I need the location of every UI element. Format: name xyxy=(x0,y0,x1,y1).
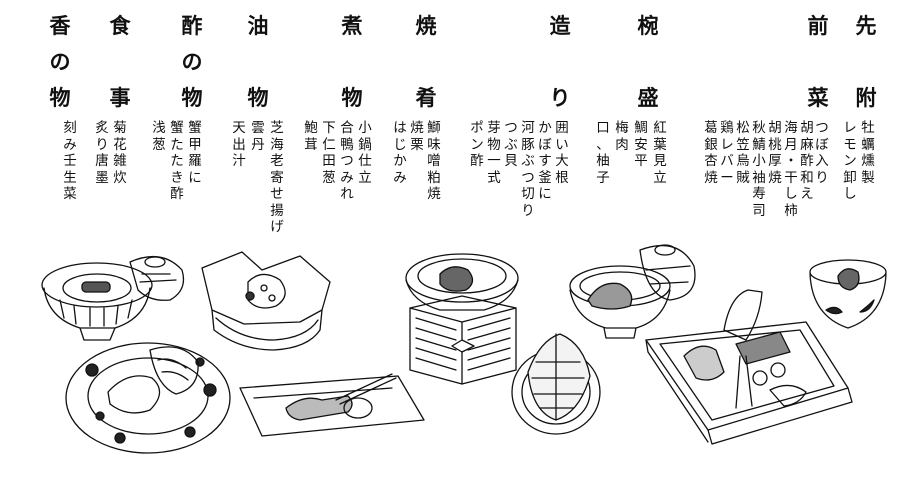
course-item: 芽物一式 xyxy=(487,120,501,186)
course-item: ポン酢 xyxy=(470,120,484,169)
course-item: 浅葱 xyxy=(152,120,166,153)
course-category: 焼 肴 xyxy=(415,13,437,110)
course-item: 芝海老寄せ揚げ xyxy=(270,120,284,235)
course-item: 鶏レバー xyxy=(720,120,734,186)
course-category: 食 事 xyxy=(109,13,131,110)
course-item: 合鴨つみれ xyxy=(340,120,354,202)
small-cup-illustration xyxy=(809,259,887,329)
course-item: 鮑茸 xyxy=(304,120,318,153)
course-item: 口、柚子 xyxy=(596,120,610,186)
course-item: つぼ入り xyxy=(815,120,829,186)
lidded-pot-illustration xyxy=(41,255,185,341)
course-item: 紅葉見立 xyxy=(653,120,667,186)
course-item: 河豚ぶつ切り xyxy=(521,120,535,219)
course-item: 鯛安平 xyxy=(634,120,648,169)
course-item: 焼栗 xyxy=(410,120,424,153)
course-category: 香の物 xyxy=(49,13,71,110)
square-box-illustration xyxy=(405,253,519,385)
course-category: 先 附 xyxy=(855,13,877,110)
course-item: 松笠烏賊 xyxy=(736,120,750,186)
course-item: 胡麻酢和え xyxy=(800,120,814,202)
course-item: 蟹甲羅に xyxy=(188,120,202,186)
course-category: 椀 盛 xyxy=(637,13,659,110)
course-item: 秋鯖小袖寿司 xyxy=(752,120,766,219)
leaf-dish-illustration xyxy=(511,333,601,435)
course-item: 囲い大根 xyxy=(555,120,569,186)
lacquer-tray-illustration xyxy=(645,289,853,445)
course-item: はじかみ xyxy=(393,120,407,186)
course-item: 海月・干し柿 xyxy=(784,120,798,219)
course-item: レモン卸し xyxy=(843,120,857,202)
course-item: 炙り唐墨 xyxy=(95,120,109,186)
course-item: 梅肉 xyxy=(615,120,629,153)
course-item: 鰤味噌粕焼 xyxy=(427,120,441,202)
course-item: かぼす釜に xyxy=(538,120,552,202)
course-category: 煮 物 xyxy=(341,13,363,110)
course-item: 葛銀杏焼 xyxy=(704,120,718,186)
course-item: 下仁田葱 xyxy=(322,120,336,186)
patterned-plate-illustration xyxy=(65,342,231,454)
course-item: 胡桃厚焼 xyxy=(768,120,782,186)
lidded-bowl-illustration xyxy=(569,244,696,339)
course-item: 牡蠣燻製 xyxy=(861,120,875,186)
course-item: 蟹たたき酢 xyxy=(170,120,184,202)
course-category: 油 物 xyxy=(247,13,269,110)
course-item: 小鍋仕立 xyxy=(358,120,372,186)
course-item: 雲丹 xyxy=(251,120,265,153)
fish-plate-illustration xyxy=(239,373,425,437)
course-item: 刻み壬生菜 xyxy=(63,120,77,202)
course-category: 前 菜 xyxy=(807,13,829,110)
course-item: 天出汁 xyxy=(232,120,246,169)
course-item: 菊花雑炊 xyxy=(113,120,127,186)
course-item: つぶ貝 xyxy=(504,120,518,169)
paper-box-illustration xyxy=(201,251,331,351)
course-category: 酢の物 xyxy=(181,13,203,110)
course-category: 造 り xyxy=(549,13,571,110)
